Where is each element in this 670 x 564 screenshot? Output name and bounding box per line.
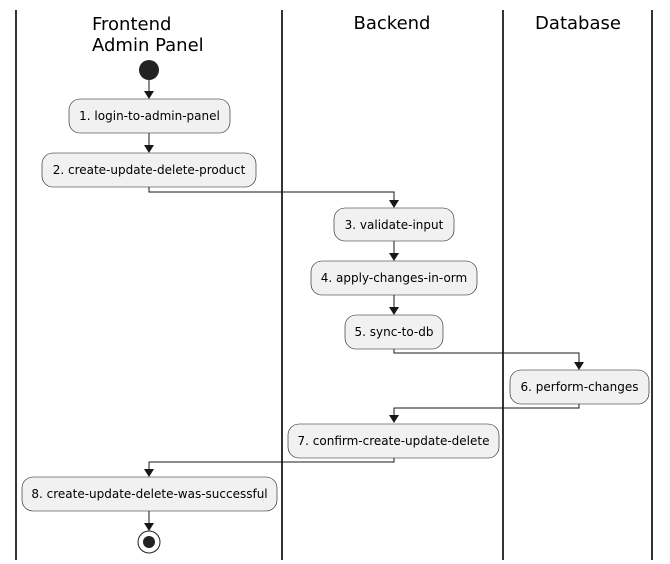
swimlane-title-backend: Backend bbox=[354, 13, 431, 34]
activity-step-label: 7. confirm-create-update-delete bbox=[298, 434, 490, 448]
activity-step-label: 6. perform-changes bbox=[521, 380, 639, 394]
activity-step-6: 6. perform-changes bbox=[509, 369, 650, 405]
activity-step-3: 3. validate-input bbox=[333, 207, 455, 242]
edge-step-7-to-step-8 bbox=[148, 458, 395, 470]
arrowhead bbox=[574, 362, 584, 370]
arrowhead bbox=[144, 91, 154, 99]
start-node bbox=[139, 60, 159, 80]
activity-step-label: 3. validate-input bbox=[345, 218, 444, 232]
arrowhead bbox=[144, 523, 154, 531]
activity-step-label: 5. sync-to-db bbox=[355, 325, 434, 339]
activity-step-5: 5. sync-to-db bbox=[344, 314, 444, 350]
activity-step-label: 8. create-update-delete-was-successful bbox=[31, 487, 267, 501]
edge-step-5-to-step-6 bbox=[393, 349, 580, 363]
swimlane-title-database: Database bbox=[535, 13, 621, 34]
arrowhead bbox=[144, 145, 154, 153]
activity-step-4: 4. apply-changes-in-orm bbox=[310, 260, 478, 296]
activity-step-8: 8. create-update-delete-was-successful bbox=[21, 476, 278, 512]
swimlane-title-frontend: Frontend Admin Panel bbox=[92, 14, 204, 56]
arrowhead bbox=[389, 200, 399, 208]
activity-step-2: 2. create-update-delete-product bbox=[41, 152, 257, 188]
activity-step-7: 7. confirm-create-update-delete bbox=[287, 423, 500, 459]
edge-step-6-to-step-7 bbox=[393, 404, 580, 416]
activity-step-label: 4. apply-changes-in-orm bbox=[321, 271, 467, 285]
arrowhead bbox=[144, 469, 154, 477]
arrowhead bbox=[389, 307, 399, 315]
edge-step-2-to-step-3 bbox=[148, 187, 395, 201]
activity-step-1: 1. login-to-admin-panel bbox=[68, 98, 231, 134]
arrowhead bbox=[389, 415, 399, 423]
activity-step-label: 2. create-update-delete-product bbox=[53, 163, 246, 177]
arrowhead bbox=[389, 253, 399, 261]
end-node bbox=[137, 530, 161, 554]
activity-step-label: 1. login-to-admin-panel bbox=[79, 109, 220, 123]
